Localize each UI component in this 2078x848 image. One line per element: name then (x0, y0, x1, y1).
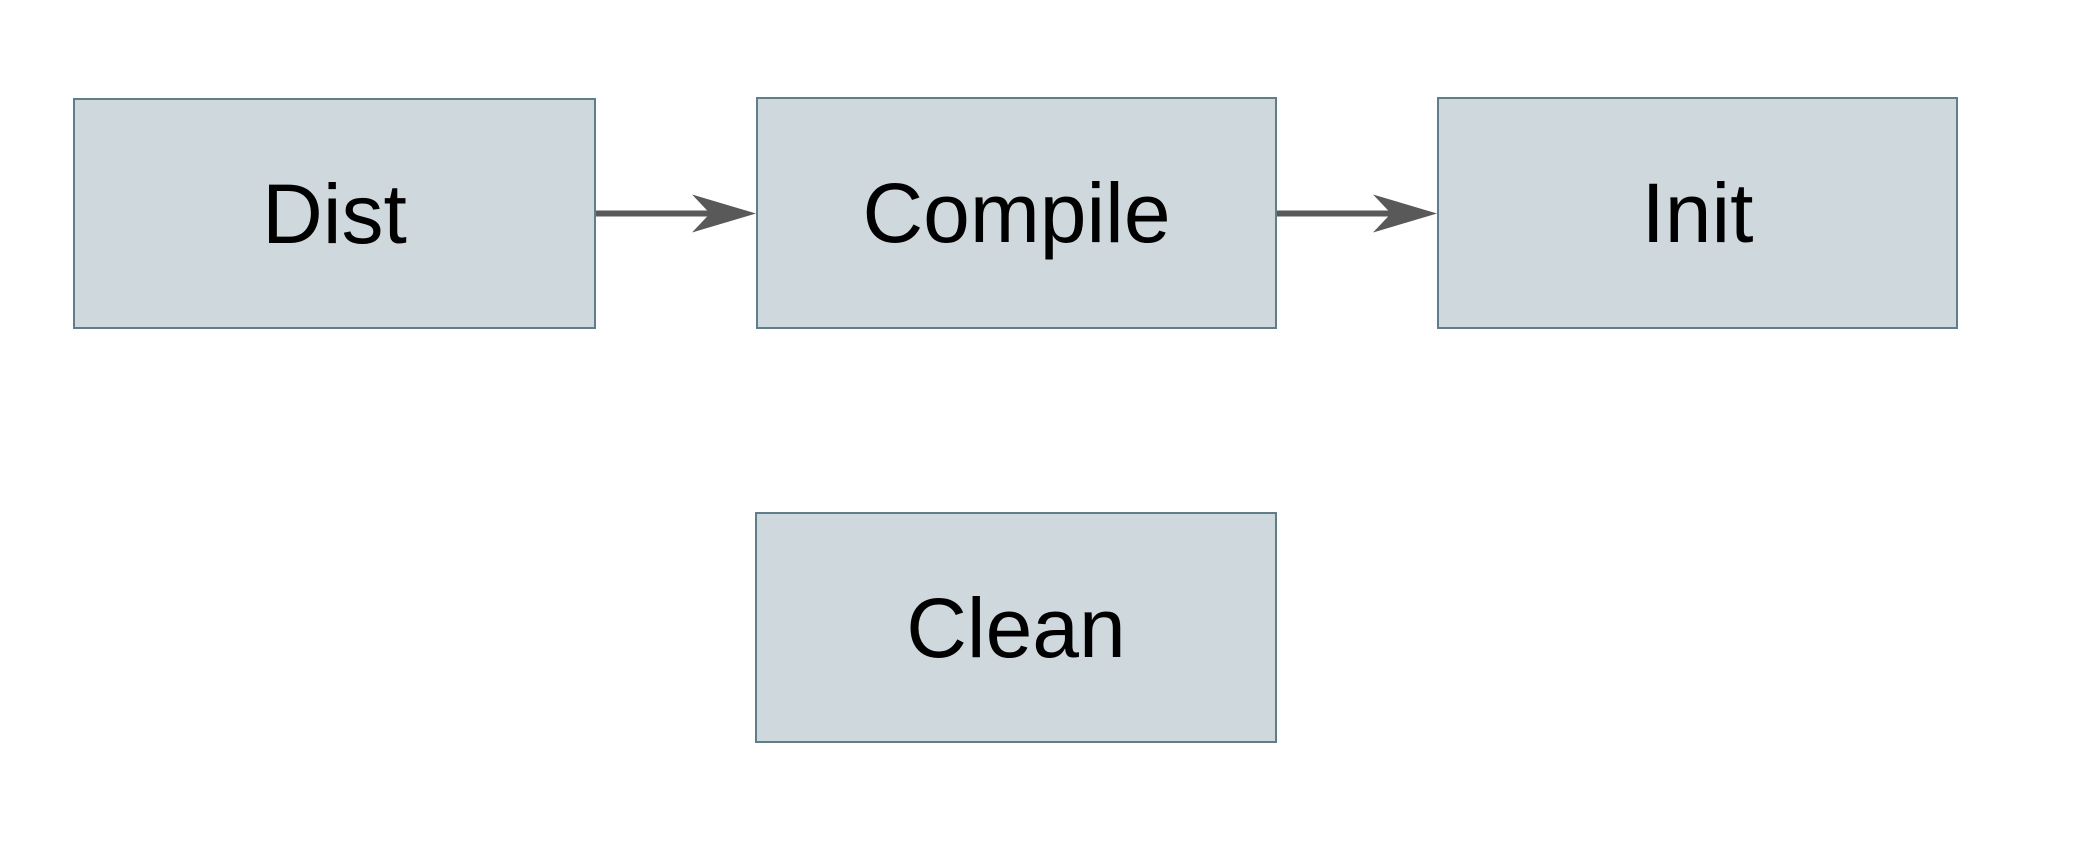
node-dist: Dist (73, 98, 596, 329)
node-clean-label: Clean (906, 580, 1126, 675)
node-compile: Compile (756, 97, 1277, 329)
arrow-dist-to-compile (596, 194, 756, 233)
arrow-compile-to-init (1277, 194, 1437, 233)
node-init-label: Init (1641, 166, 1754, 260)
node-clean: Clean (755, 512, 1277, 743)
node-compile-label: Compile (862, 166, 1171, 260)
node-init: Init (1437, 97, 1958, 329)
node-dist-label: Dist (262, 166, 407, 261)
